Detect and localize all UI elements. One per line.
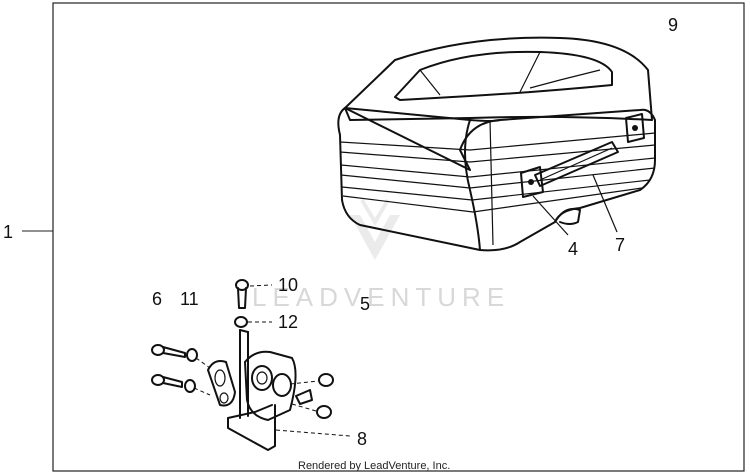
latch-left [520,166,544,198]
callout-12: 12 [278,312,298,332]
carry-handle [534,141,619,187]
callout-8: 8 [357,429,367,449]
watermark-logo [350,198,400,260]
leader-line-4 [532,195,569,236]
render-credit: Rendered by LeadVenture, Inc. [298,460,450,472]
latch-right [625,113,645,143]
callout-11: 11 [180,289,199,309]
bolt-top [235,279,249,309]
callout-5: 5 [360,294,370,314]
nut-upper [318,373,334,387]
callout-4: 4 [568,239,578,259]
callout-1: 1 [3,222,13,242]
bolt-lower [151,374,183,388]
leader-line-7 [592,174,618,233]
nut-lower [316,405,332,419]
callout-6: 6 [152,289,162,309]
washer-lower [184,379,196,393]
mounting-bracket [207,329,313,451]
callout-10: 10 [278,275,298,295]
washer-upper [186,348,198,362]
washer-top [234,316,248,328]
leader-line-8 [275,429,351,437]
callout-9: 9 [668,15,678,35]
diagram-frame [52,2,745,472]
bolt-upper [151,344,186,358]
watermark-text: LEADVENTURE [252,282,510,312]
callout-7: 7 [615,235,625,255]
